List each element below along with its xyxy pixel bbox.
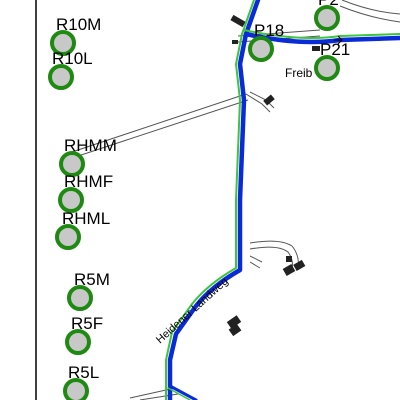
stop-label: P18 (254, 21, 284, 40)
building (293, 259, 306, 271)
building (232, 40, 238, 44)
stop-marker[interactable]: P18 (248, 21, 284, 62)
stop-label: R5L (68, 363, 99, 382)
road-top-right (339, 0, 400, 23)
stop-label: P2 (318, 0, 339, 9)
stop-marker[interactable]: R5F (65, 314, 103, 355)
stop-label: RHMF (64, 172, 113, 191)
stop-marker-ring (314, 55, 340, 81)
street-label: Heidener Landweg (154, 276, 231, 347)
stop-label: R5F (71, 314, 103, 333)
stop-markers-right: P18 P21 P2 (248, 0, 350, 81)
stop-marker[interactable]: RHMM (59, 136, 117, 177)
road-east-loop (249, 240, 299, 271)
stop-marker[interactable]: R10M (50, 15, 101, 56)
road-diagonal (71, 93, 249, 159)
building (286, 256, 292, 262)
stop-marker[interactable]: R5L (63, 363, 99, 400)
stop-marker-ring (59, 151, 85, 177)
stop-marker-ring (58, 187, 84, 213)
building (228, 323, 242, 337)
stop-label: RHML (62, 209, 110, 228)
stop-label: R10L (52, 49, 93, 68)
building (282, 264, 296, 276)
route-main-outer (167, 0, 261, 400)
stop-markers-left: R10M R10L RHMM RHMF RHML R5M R5F R5L (48, 15, 117, 400)
stop-marker[interactable]: RHMF (58, 172, 113, 213)
stop-label: R10M (56, 15, 101, 34)
route-main-inner (165, 0, 255, 400)
stop-marker[interactable]: P21 (314, 40, 350, 81)
building (312, 46, 320, 51)
stop-marker-ring (50, 30, 76, 56)
route (165, 0, 400, 400)
stop-marker-ring (65, 329, 91, 355)
direction-arrow-icon (334, 35, 343, 45)
route-bottom-inner (167, 387, 191, 400)
building (230, 14, 246, 28)
stop-label: R5M (74, 270, 110, 289)
stop-marker[interactable]: R10L (48, 49, 93, 90)
building (263, 94, 275, 106)
stop-label: RHMM (64, 136, 117, 155)
stop-marker-ring (63, 378, 89, 400)
driveway-2 (249, 255, 263, 269)
stop-marker[interactable]: RHML (55, 209, 110, 250)
stop-marker[interactable]: R5M (67, 270, 110, 311)
building (226, 315, 242, 329)
stop-marker-ring (67, 285, 93, 311)
route-bottom-outer (168, 384, 198, 400)
stop-label: P21 (320, 40, 350, 59)
stop-marker[interactable]: P2 (314, 0, 340, 31)
buildings (226, 14, 320, 337)
place-label: Freib (285, 66, 313, 80)
stop-marker-ring (48, 64, 74, 90)
stop-marker-ring (55, 224, 81, 250)
stop-marker-ring (314, 5, 340, 31)
stop-marker-ring (248, 36, 274, 62)
